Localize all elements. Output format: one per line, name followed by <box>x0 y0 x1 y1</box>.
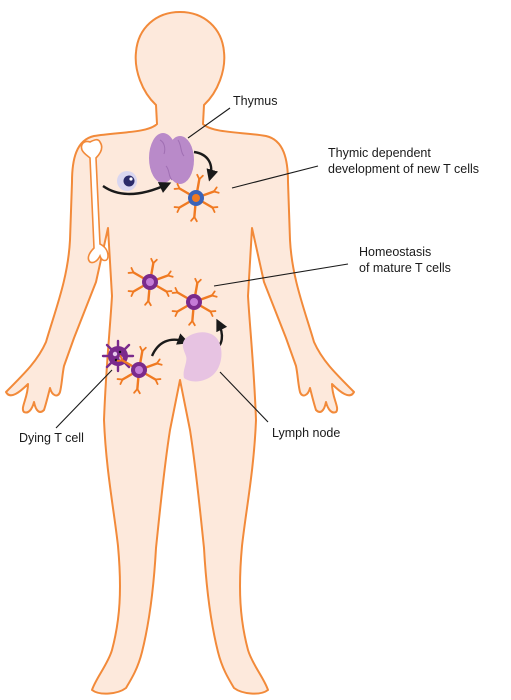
thymus-gland <box>149 133 194 184</box>
thymic-development-label-line2: development of new T cells <box>328 162 479 177</box>
homeostasis-label-line2: of mature T cells <box>359 261 451 276</box>
thymic-development-label-line1: Thymic dependent <box>328 146 431 161</box>
thymus-label: Thymus <box>233 94 277 109</box>
progenitor-cell <box>117 171 137 191</box>
human-body-silhouette <box>6 12 354 694</box>
lymph-node-label: Lymph node <box>272 426 340 441</box>
dying-t-cell-label: Dying T cell <box>19 431 84 446</box>
dying-t-cell <box>103 341 133 371</box>
homeostasis-label-line1: Homeostasis <box>359 245 431 260</box>
